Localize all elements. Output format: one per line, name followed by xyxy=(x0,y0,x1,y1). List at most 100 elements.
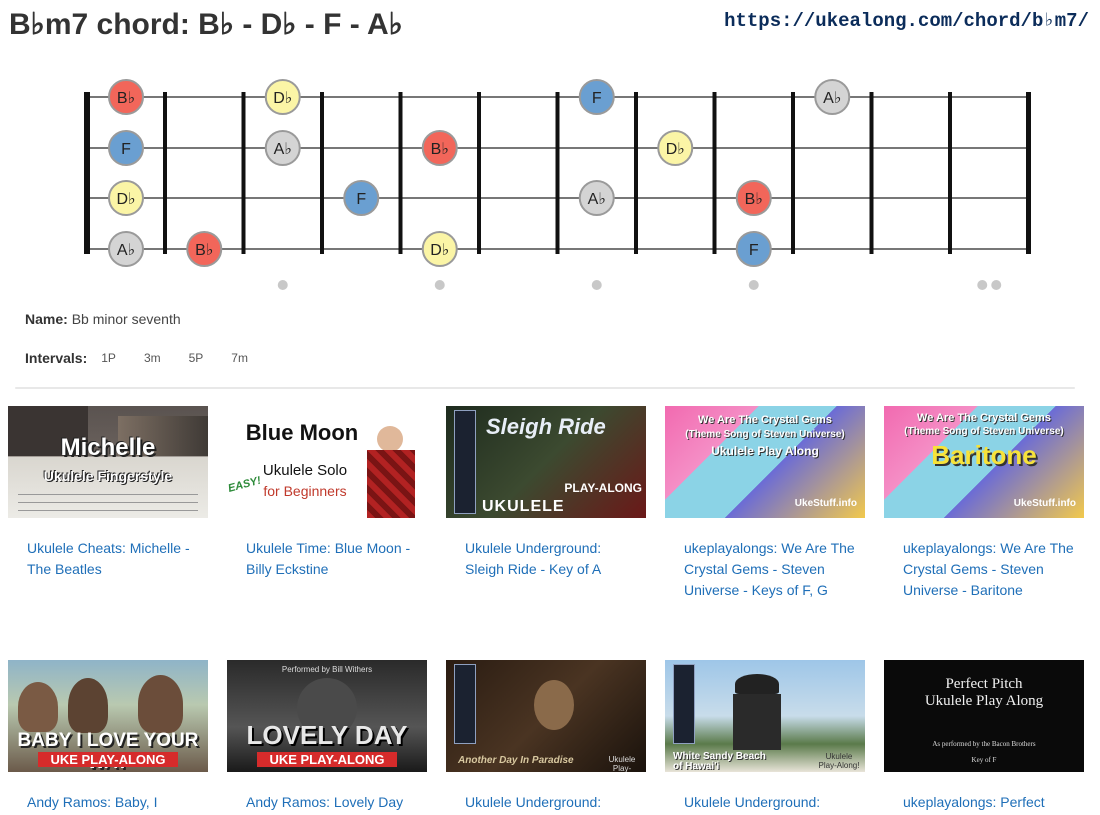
thumb-tag: Key of F xyxy=(971,756,997,764)
video-caption-link[interactable]: ukeplayalongs: Perfect xyxy=(903,794,1045,810)
note-dot-seventh: A♭ xyxy=(814,79,851,115)
fret-4 xyxy=(398,92,403,254)
fret-7 xyxy=(634,92,638,254)
video-caption-link[interactable]: ukeplayalongs: We Are The Crystal Gems -… xyxy=(903,540,1074,598)
video-thumbnail[interactable]: Another Day In Paradise Ukulele Play-Alo… xyxy=(446,660,646,772)
person-head-shape xyxy=(377,426,403,452)
thumb-subtitle-2: for Beginners xyxy=(263,483,347,499)
chord-url-link[interactable]: https://ukealong.com/chord/b♭m7/ xyxy=(724,10,1089,32)
fret-10 xyxy=(869,92,874,254)
video-thumbnail[interactable]: Performed by Bill Withers LOVELY DAY UKE… xyxy=(227,660,427,772)
note-label: B♭ xyxy=(431,141,449,158)
thumb-subtitle: Ukulele Solo xyxy=(262,462,348,479)
thumb-title: Another Day In Paradise xyxy=(458,755,574,766)
note-label: A♭ xyxy=(823,90,841,107)
note-circle xyxy=(108,130,144,166)
note-circle xyxy=(343,180,380,216)
note-circle xyxy=(735,231,772,267)
note-dot-fifth: F xyxy=(108,130,144,166)
note-circle xyxy=(578,79,615,115)
thumb-subtitle: UKE PLAY-ALONG xyxy=(257,752,397,767)
thumb-title: Blue Moon xyxy=(245,420,359,445)
video-thumbnail[interactable]: Perfect Pitch Ukulele Play Along As perf… xyxy=(884,660,1084,772)
video-thumbnail[interactable]: White Sandy Beach of Hawai'i Ukulele Pla… xyxy=(665,660,865,772)
thumb-subtitle-2: UKULELE xyxy=(482,498,565,515)
note-circle xyxy=(421,130,458,166)
intervals-row: Intervals: 1P 3m 5P 7m xyxy=(25,350,276,366)
fret-3 xyxy=(320,92,324,254)
note-circle xyxy=(186,231,223,267)
thumb-subtitle-2: Ukulele Play Along xyxy=(711,444,819,458)
section-divider xyxy=(15,387,1075,389)
video-caption-link[interactable]: Andy Ramos: Lovely Day xyxy=(246,794,404,810)
intervals-label: Intervals: xyxy=(25,350,88,366)
note-label: F xyxy=(749,242,759,259)
video-card: Perfect Pitch Ukulele Play Along As perf… xyxy=(884,660,1084,813)
note-dot-fifth: F xyxy=(578,79,615,115)
fret-12 xyxy=(1026,92,1031,254)
note-label: B♭ xyxy=(195,242,213,259)
note-label: D♭ xyxy=(116,191,135,208)
fret-marker-dot xyxy=(434,280,445,290)
thumb-subtitle: PLAY-ALONG xyxy=(564,481,642,495)
video-caption-link[interactable]: Ukulele Cheats: Michelle - The Beatles xyxy=(27,540,190,577)
note-label: D♭ xyxy=(666,141,685,158)
note-label: D♭ xyxy=(273,90,292,107)
person-shape xyxy=(68,678,108,733)
note-label: F xyxy=(356,191,366,208)
video-caption-link[interactable]: Ukulele Underground: xyxy=(465,794,602,810)
hat-shape xyxy=(735,674,779,694)
note-label: B♭ xyxy=(745,191,763,208)
fret-9 xyxy=(791,92,795,254)
person-shape xyxy=(297,678,357,738)
video-thumbnail[interactable]: Michelle Ukulele Fingerstyle xyxy=(8,406,208,518)
fret-marker-dot xyxy=(591,280,602,290)
fretboard-shape xyxy=(454,410,476,514)
fret-marker-dot xyxy=(977,280,988,290)
video-thumbnail[interactable]: BABY I LOVE YOUR WAY UKE PLAY-ALONG xyxy=(8,660,208,772)
fret-1 xyxy=(163,92,167,254)
video-card: Sleigh Ride PLAY-ALONG UKULELE Ukulele U… xyxy=(446,406,646,580)
interval-2: 3m xyxy=(143,351,161,365)
video-card: We Are The Crystal Gems (Theme Song of S… xyxy=(884,406,1084,601)
thumb-subtitle: Ukulele Play-Along! xyxy=(608,755,636,772)
note-label: F xyxy=(592,90,602,107)
video-caption-link[interactable]: ukeplayalongs: We Are The Crystal Gems -… xyxy=(684,540,855,598)
video-caption-link[interactable]: Andy Ramos: Baby, I xyxy=(27,794,158,810)
video-thumbnail[interactable]: Blue Moon EASY! Ukulele Solo for Beginne… xyxy=(227,406,427,518)
video-caption-link[interactable]: Ukulele Time: Blue Moon - Billy Eckstine xyxy=(246,540,411,577)
note-circle xyxy=(108,231,144,267)
video-card: White Sandy Beach of Hawai'i Ukulele Pla… xyxy=(665,660,865,813)
fretboard-shape xyxy=(673,664,695,744)
note-circle xyxy=(578,180,615,216)
interval-1: 1P xyxy=(101,351,116,365)
note-circle xyxy=(264,130,301,166)
fret-2 xyxy=(241,92,246,254)
video-thumbnail[interactable]: Sleigh Ride PLAY-ALONG UKULELE xyxy=(446,406,646,518)
video-thumbnail[interactable]: We Are The Crystal Gems (Theme Song of S… xyxy=(884,406,1084,518)
note-dot-third: D♭ xyxy=(264,79,301,115)
thumb-subtitle: (Theme Song of Steven Universe) xyxy=(904,426,1064,437)
note-circle xyxy=(657,130,694,166)
video-card: Blue Moon EASY! Ukulele Solo for Beginne… xyxy=(227,406,427,580)
nut xyxy=(84,92,90,254)
note-label: D♭ xyxy=(430,242,449,259)
note-dot-seventh: A♭ xyxy=(108,231,144,267)
video-caption-link[interactable]: Ukulele Underground: Sleigh Ride - Key o… xyxy=(465,540,602,577)
person-shape xyxy=(534,680,574,730)
person-shape xyxy=(138,675,183,733)
thumb-title: We Are The Crystal Gems xyxy=(698,414,832,426)
note-circle xyxy=(814,79,851,115)
video-thumbnail[interactable]: We Are The Crystal Gems (Theme Song of S… xyxy=(665,406,865,518)
note-label: A♭ xyxy=(274,141,292,158)
name-label: Name: xyxy=(25,311,68,327)
fret-5 xyxy=(477,92,481,254)
thumb-subtitle-2: Baritone xyxy=(931,440,1037,470)
thumb-title: We Are The Crystal Gems xyxy=(917,412,1051,424)
chord-name-value: Bb minor seventh xyxy=(71,311,181,327)
thumb-subtitle: (Theme Song of Steven Universe) xyxy=(685,429,845,440)
video-caption-link[interactable]: Ukulele Underground: xyxy=(684,794,821,810)
note-dot-seventh: A♭ xyxy=(578,180,615,216)
note-dot-fifth: F xyxy=(343,180,380,216)
